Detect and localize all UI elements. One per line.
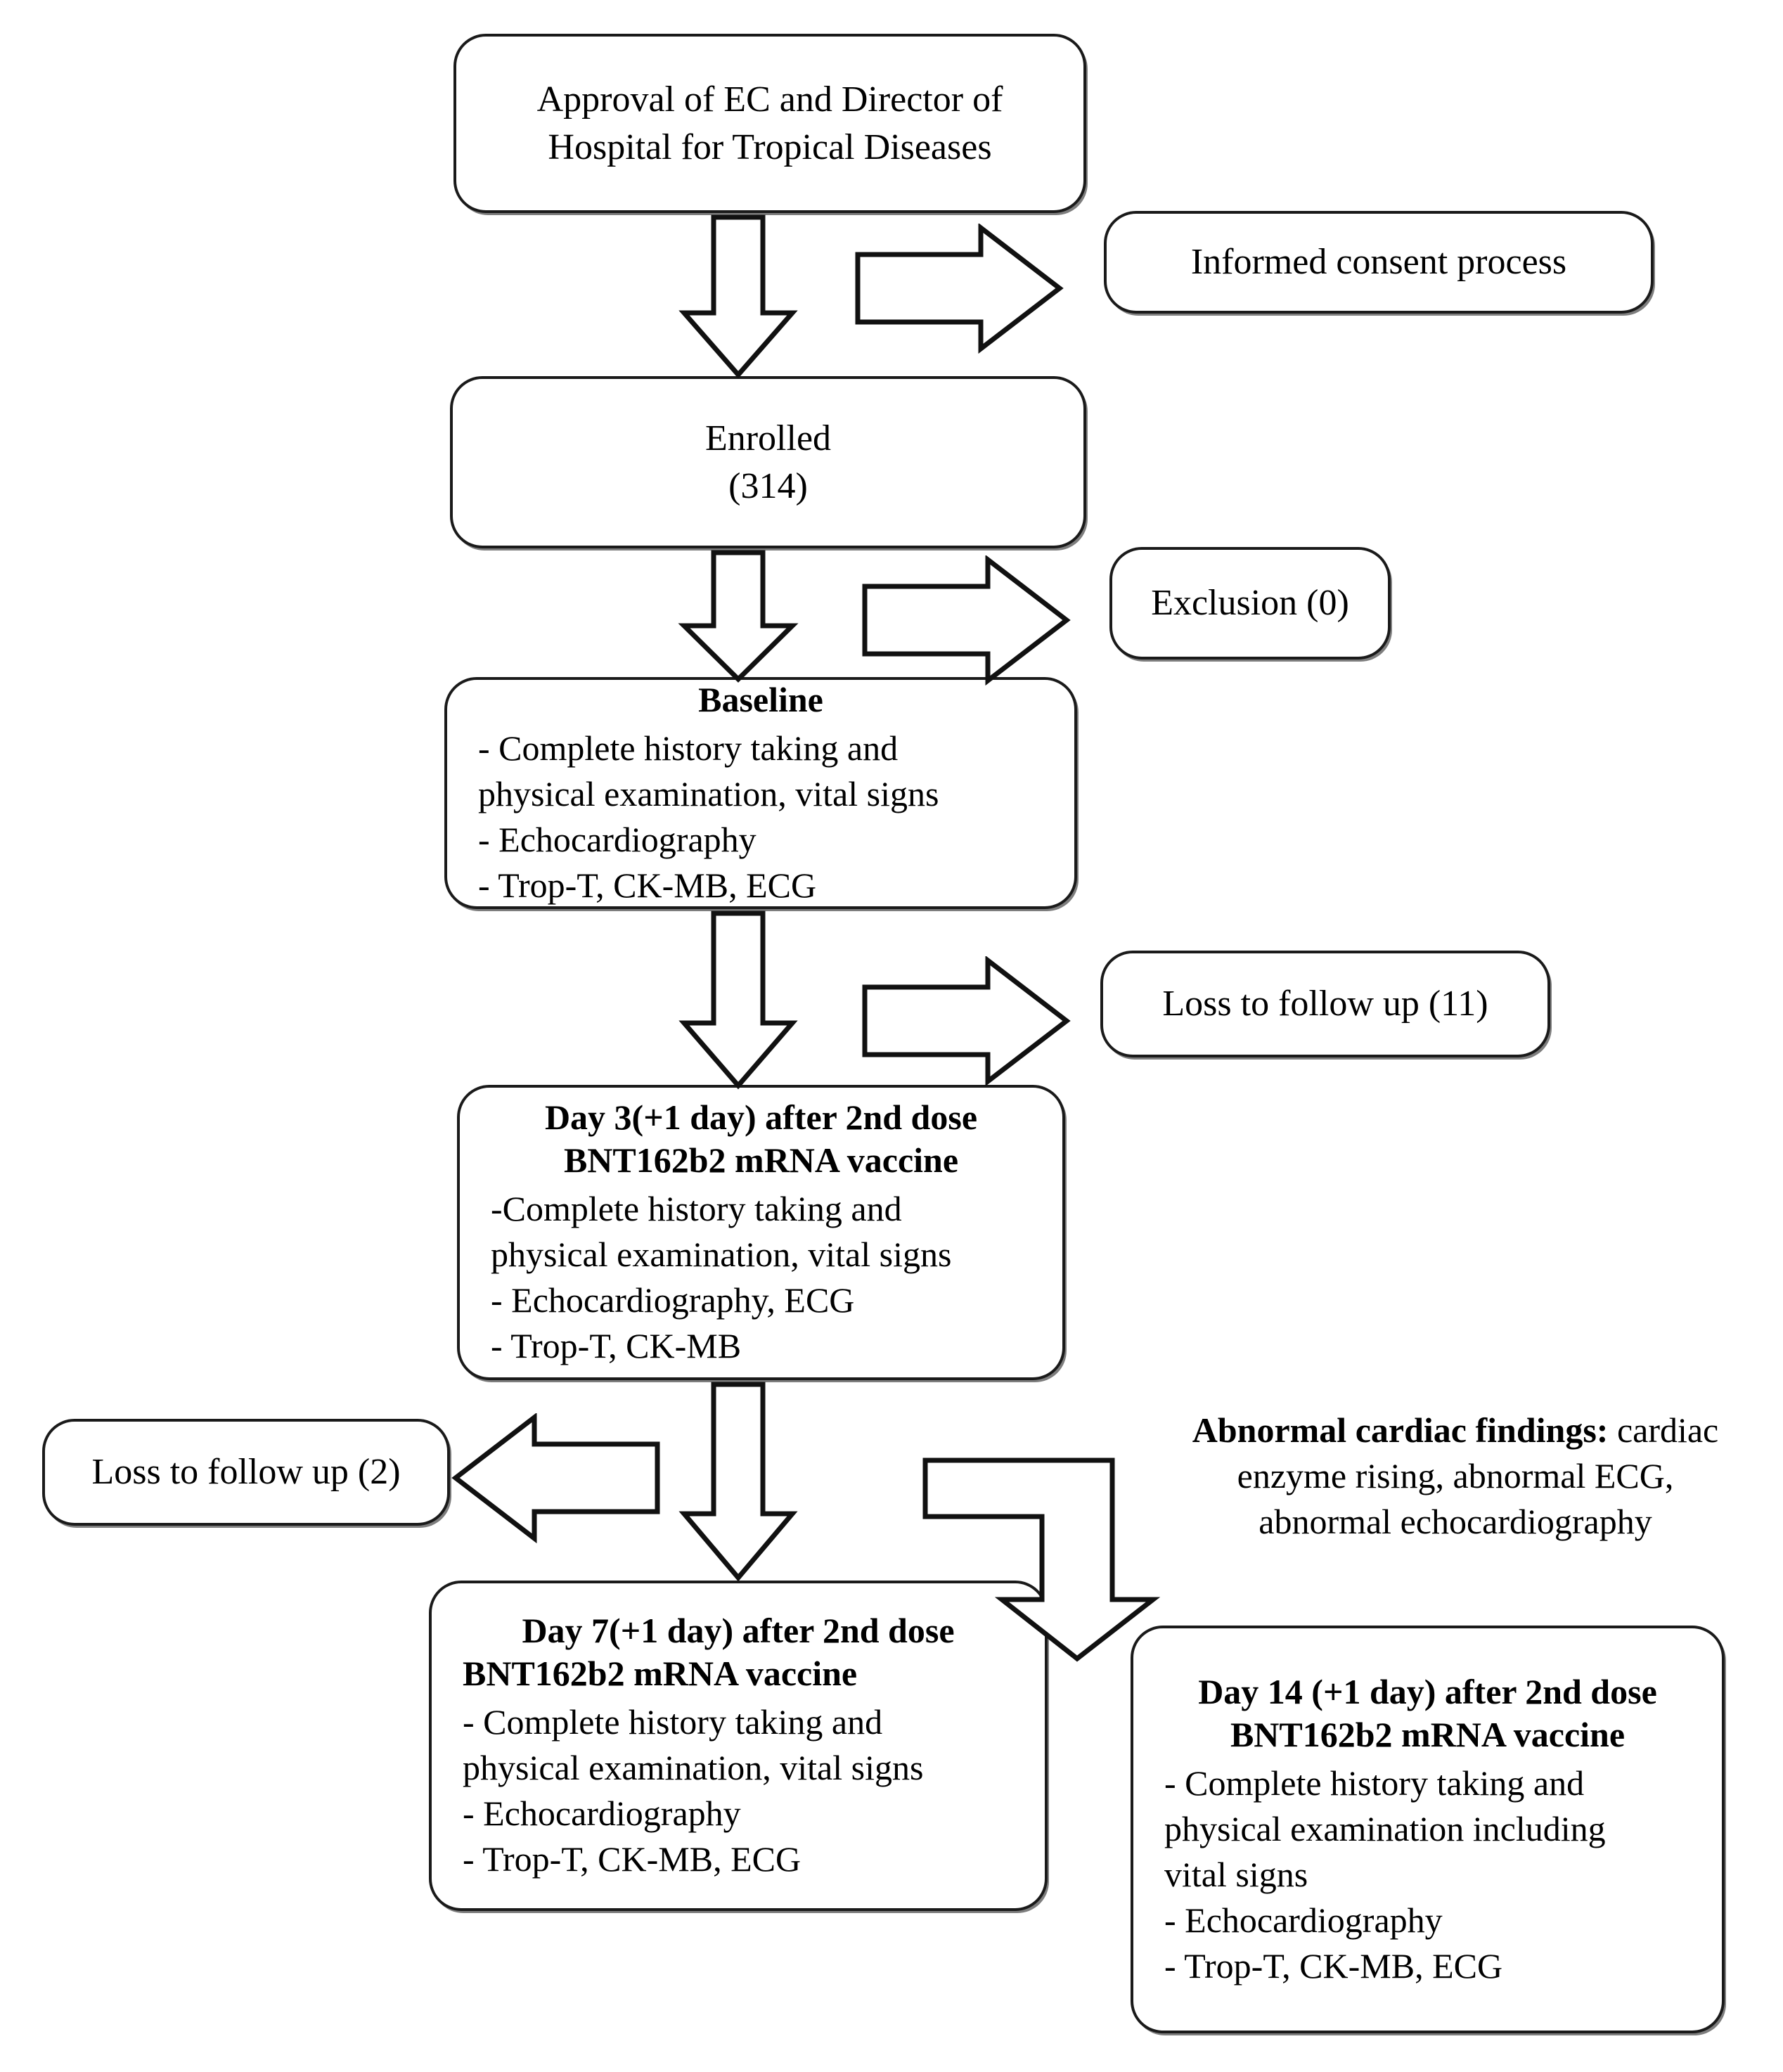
node-approval[interactable]: Approval of EC and Director of Hospital … <box>453 34 1086 213</box>
annotation-abnormal-line-3: abnormal echocardiography <box>1259 1502 1652 1541</box>
node-day14-item-3: vital signs <box>1164 1854 1308 1894</box>
node-loss-to-follow-up-11[interactable]: Loss to follow up (11) <box>1100 951 1550 1057</box>
node-day7-item-3: - Echocardiography <box>463 1794 741 1833</box>
node-informed-consent[interactable]: Informed consent process <box>1104 211 1654 314</box>
node-exclusion-label: Exclusion (0) <box>1151 583 1349 624</box>
node-baseline-body: Baseline - Complete history taking and p… <box>447 678 1074 908</box>
node-baseline-item-2: physical examination, vital signs <box>478 773 939 813</box>
node-exclusion[interactable]: Exclusion (0) <box>1109 547 1391 659</box>
node-day3-item-1: -Complete history taking and <box>491 1189 902 1228</box>
node-enrolled-count: (314) <box>728 465 808 506</box>
node-baseline-item-1: - Complete history taking and <box>478 728 899 768</box>
node-day3-item-4: - Trop-T, CK-MB <box>491 1326 742 1365</box>
node-day7-item-2: physical examination, vital signs <box>463 1748 924 1787</box>
arrow-baseline-to-loss-11 <box>862 956 1071 1086</box>
node-day14-title-line-2: BNT162b2 mRNA vaccine <box>1230 1714 1626 1754</box>
arrow-approval-to-enrolled <box>678 214 798 379</box>
node-day7[interactable]: Day 7(+1 day) after 2nd dose BNT162b2 mR… <box>429 1581 1048 1911</box>
annotation-abnormal-bold: Abnormal cardiac findings: <box>1192 1410 1609 1450</box>
node-enrolled-label: Enrolled <box>704 418 832 458</box>
node-baseline[interactable]: Baseline - Complete history taking and p… <box>444 677 1077 909</box>
node-informed-consent-label: Informed consent process <box>1190 242 1567 283</box>
node-loss-to-follow-up-11-label: Loss to follow up (11) <box>1162 984 1488 1024</box>
annotation-abnormal-line-1: Abnormal cardiac findings: cardiac <box>1146 1408 1765 1453</box>
node-day14-item-5: - Trop-T, CK-MB, ECG <box>1164 1945 1503 1986</box>
node-day7-item-4: - Trop-T, CK-MB, ECG <box>463 1839 802 1879</box>
annotation-abnormal-cardiac-findings: Abnormal cardiac findings: cardiac enzym… <box>1146 1408 1765 1545</box>
node-loss-to-follow-up-2[interactable]: Loss to follow up (2) <box>42 1419 450 1526</box>
annotation-abnormal-line-2: enzyme rising, abnormal ECG, <box>1237 1456 1674 1495</box>
node-loss-to-follow-up-2-label: Loss to follow up (2) <box>91 1452 401 1493</box>
node-day7-body: Day 7(+1 day) after 2nd dose BNT162b2 mR… <box>432 1609 1045 1882</box>
node-day3-body: Day 3(+1 day) after 2nd dose BNT162b2 mR… <box>460 1096 1062 1369</box>
arrow-day3-to-loss-2 <box>451 1413 660 1543</box>
node-approval-line-2: Hospital for Tropical Diseases <box>548 127 992 167</box>
arrow-enrolled-to-baseline <box>678 550 799 683</box>
arrow-day3-to-day7 <box>678 1382 798 1582</box>
node-day7-item-1: - Complete history taking and <box>463 1702 883 1742</box>
node-day7-title-line-2: BNT162b2 mRNA vaccine <box>463 1654 858 1693</box>
node-day3-title-line-2: BNT162b2 mRNA vaccine <box>563 1140 959 1180</box>
arrow-day3-to-day14 <box>922 1458 1161 1662</box>
node-day14-body: Day 14 (+1 day) after 2nd dose BNT162b2 … <box>1133 1671 1722 1989</box>
node-day3-item-2: physical examination, vital signs <box>491 1235 952 1274</box>
node-day14-title-line-1: Day 14 (+1 day) after 2nd dose <box>1198 1671 1657 1711</box>
node-baseline-title: Baseline <box>698 679 823 719</box>
node-approval-line-1: Approval of EC and Director of <box>536 79 1003 120</box>
node-day14-item-1: - Complete history taking and <box>1164 1763 1585 1803</box>
node-day3-title-line-1: Day 3(+1 day) after 2nd dose <box>544 1098 978 1137</box>
node-day14-item-2: physical examination including <box>1164 1808 1606 1848</box>
arrow-approval-to-consent <box>855 224 1064 354</box>
node-baseline-item-4: - Trop-T, CK-MB, ECG <box>478 865 817 905</box>
node-enrolled[interactable]: Enrolled (314) <box>450 376 1086 548</box>
annotation-abnormal-rest1: cardiac <box>1608 1410 1719 1450</box>
node-day14-item-4: - Echocardiography <box>1164 1900 1443 1940</box>
node-day3[interactable]: Day 3(+1 day) after 2nd dose BNT162b2 mR… <box>457 1085 1065 1380</box>
node-baseline-item-3: - Echocardiography <box>478 819 757 859</box>
node-day14[interactable]: Day 14 (+1 day) after 2nd dose BNT162b2 … <box>1131 1626 1725 2033</box>
node-day7-title-line-1: Day 7(+1 day) after 2nd dose <box>522 1611 955 1650</box>
arrow-enrolled-to-exclusion <box>862 555 1071 686</box>
node-day3-item-3: - Echocardiography, ECG <box>491 1280 855 1320</box>
arrow-baseline-to-day3 <box>678 910 798 1090</box>
